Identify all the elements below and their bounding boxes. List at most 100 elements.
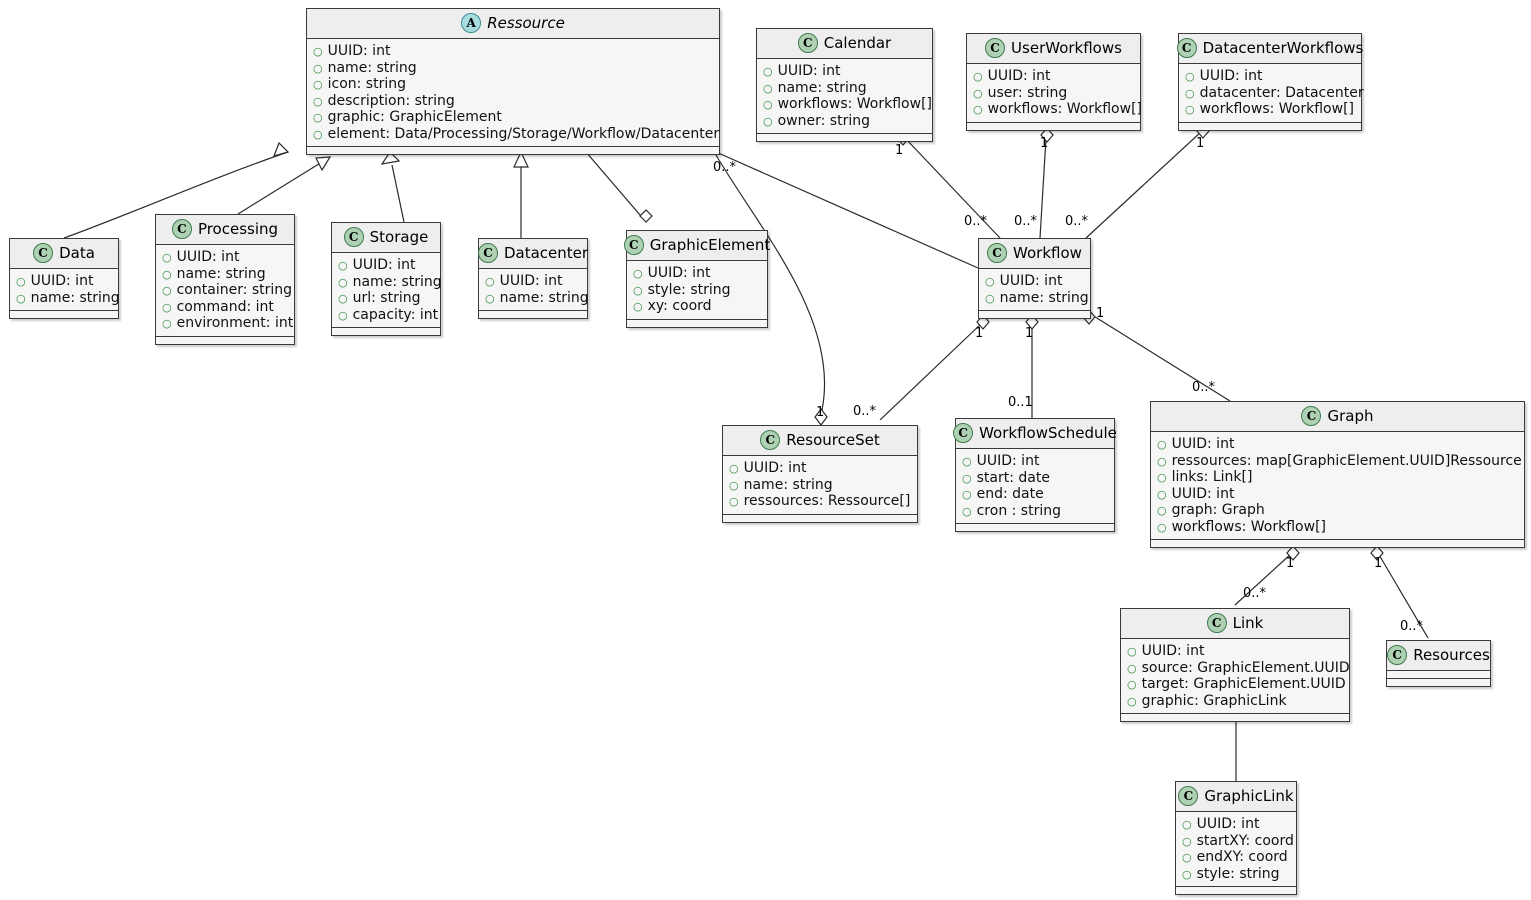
visibility-public-icon: ○ [1157,438,1167,451]
class-operations-datacenterworkflows [1179,121,1361,130]
attribute-text: source: GraphicElement.UUID [1141,659,1350,676]
cardinality-label: 1 [1096,306,1105,321]
class-icon: C [985,38,1006,58]
attribute-row: ○UUID: int [729,460,911,477]
visibility-public-icon: ○ [1157,504,1167,517]
attribute-text: graph: Graph [1171,502,1265,518]
attribute-text: workflows: Workflow[] [987,101,1142,117]
attribute-row: ○workflows: Workflow[] [973,101,1142,118]
visibility-public-icon: ○ [763,65,773,78]
attribute-text: UUID: int [30,273,94,289]
attribute-text: startXY: coord [1196,832,1294,849]
attribute-text: start: date [976,469,1050,486]
class-name-link: Link [1232,614,1264,632]
visibility-public-icon: ○ [763,98,773,111]
class-operations-data [10,310,118,318]
class-name-calendar: Calendar [823,34,892,52]
cardinality-label: 0..1 [1008,395,1033,410]
attribute-text: UUID: int [352,257,416,273]
visibility-public-icon: ○ [1185,70,1195,83]
class-icon: C [1178,786,1199,806]
cardinality-label: 0..* [853,404,877,419]
visibility-public-icon: ○ [313,111,323,124]
cardinality-label: 0..* [713,160,737,175]
class-operations-storage [332,327,440,335]
edge-processing-ressource [238,162,322,214]
visibility-public-icon: ○ [973,70,983,83]
attribute-row: ○source: GraphicElement.UUID [1127,660,1350,677]
edge-workflow-resourceset [880,322,983,420]
visibility-public-icon: ○ [763,81,773,95]
attribute-row: ○icon: string [313,76,713,93]
visibility-public-icon: ○ [633,300,643,313]
visibility-public-icon: ○ [763,114,773,128]
class-attributes-resourceset: ○UUID: int○name: string○ressources: Ress… [723,456,917,514]
visibility-public-icon: ○ [338,259,348,272]
class-operations-graphicelement [627,318,767,327]
class-icon: C [987,243,1008,263]
attribute-row: ○cron : string [962,503,1108,520]
visibility-public-icon: ○ [1182,834,1192,848]
class-operations-graph [1151,539,1524,547]
visibility-public-icon: ○ [1157,520,1167,534]
attribute-text: command: int [176,298,274,315]
class-operations-resourceset [723,513,917,522]
attribute-row: ○ workflows: Workflow[] [1157,519,1518,536]
attribute-text: url: string [352,290,421,306]
attribute-row: ○endXY: coord [1182,849,1290,866]
attribute-row: ○links: Link[] [1157,469,1518,486]
visibility-public-icon: ○ [162,300,172,314]
attribute-text: endXY: coord [1196,849,1288,865]
attribute-text: UUID: int [1171,436,1235,452]
class-name-datacenterworkflows: DatacenterWorkflows [1202,39,1364,57]
attribute-text: UUID: int [1196,816,1260,832]
visibility-public-icon: ○ [729,495,739,508]
cardinality-label: 1 [975,326,984,341]
visibility-public-icon: ○ [1185,103,1195,116]
visibility-public-icon: ○ [338,308,348,322]
attribute-text: workflows: Workflow[] [1199,101,1354,117]
class-operations-link [1121,713,1349,721]
cardinality-label: 0..* [1243,586,1267,601]
attribute-row: ○UUID: int [485,273,581,290]
visibility-public-icon: ○ [16,275,26,288]
visibility-public-icon: ○ [338,275,348,289]
class-name-ressource: Ressource [487,14,565,32]
visibility-public-icon: ○ [313,94,323,108]
class-operations-resources [1387,678,1490,686]
class-name-workflow: Workflow [1013,244,1082,262]
attribute-text: name: string [999,289,1089,306]
cardinality-label: 1 [895,143,904,158]
edge-storage-ressource [392,165,404,222]
class-attributes-calendar: ○UUID: int○name: string○workflows: Workf… [757,59,932,133]
attribute-text: UUID: int [1141,643,1205,659]
visibility-public-icon: ○ [962,455,972,468]
attribute-row: ○UUID: int [973,68,1134,85]
attribute-text: UUID: int [1171,485,1235,502]
visibility-public-icon: ○ [1127,694,1137,708]
attribute-text: name: string [327,59,417,76]
attribute-text: ressources: Ressource[] [743,493,911,509]
attribute-text: workflows: Workflow[] [1171,518,1326,535]
attribute-row: ○UUID: int [633,265,761,282]
attribute-row: ○url: string [338,290,434,307]
